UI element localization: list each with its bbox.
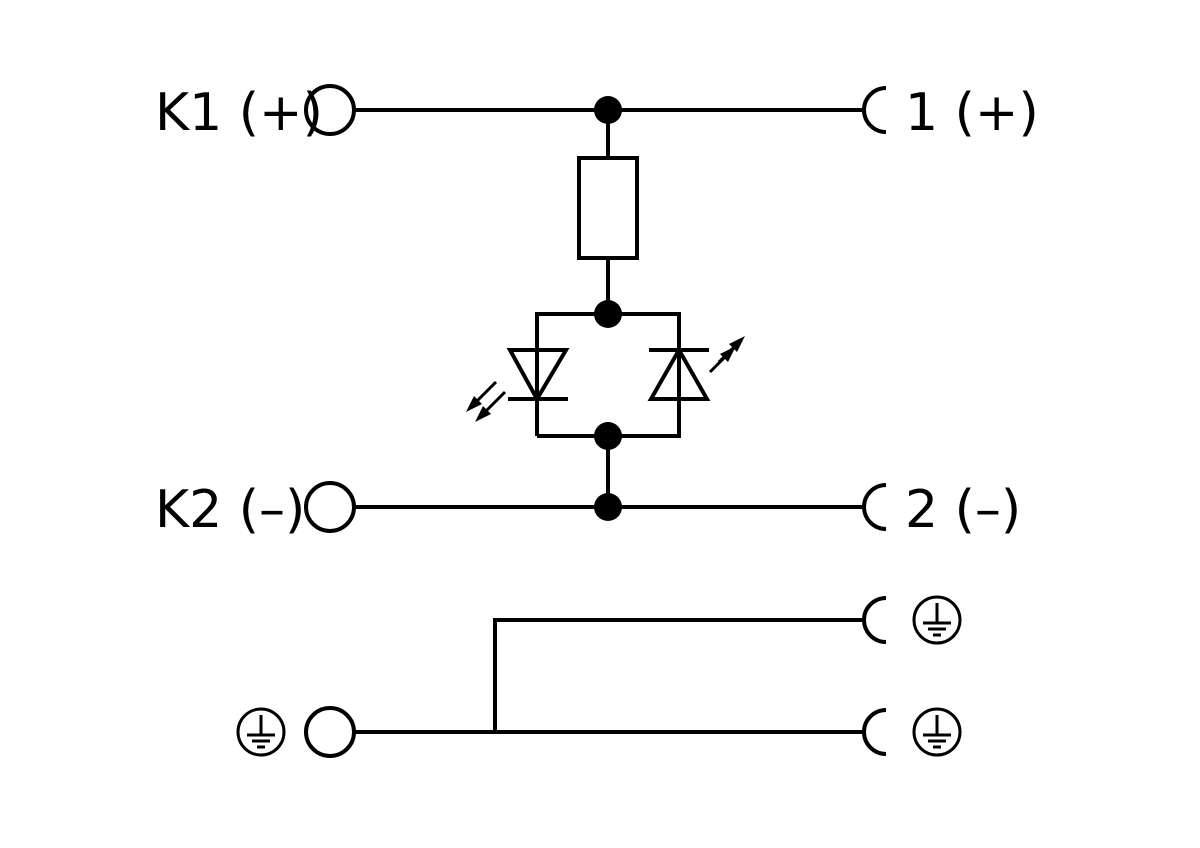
terminal-ground-socket-lower-icon [862,708,887,756]
terminal-2-label: 2 (–) [905,480,1021,540]
terminal-k2-label: K2 (–) [155,480,305,540]
terminal-k1-label: K1 (+) [155,83,323,143]
ground-right-lower-icon [912,707,962,757]
resistor-icon [577,156,639,260]
terminal-ground-socket-upper-icon [862,596,887,644]
terminal-2-socket-icon [862,483,887,531]
terminal-k2-screw-icon [304,481,356,533]
antiparallel-led-icon [466,312,745,438]
ground-right-upper-icon [912,595,962,645]
ground-left-icon [236,707,286,757]
junction-dot-bottom [594,493,622,521]
terminal-ground-screw-icon [304,706,356,758]
wire-ground-upper [493,618,862,732]
terminal-1-label: 1 (+) [905,83,1039,143]
terminal-1-socket-icon [862,86,887,134]
